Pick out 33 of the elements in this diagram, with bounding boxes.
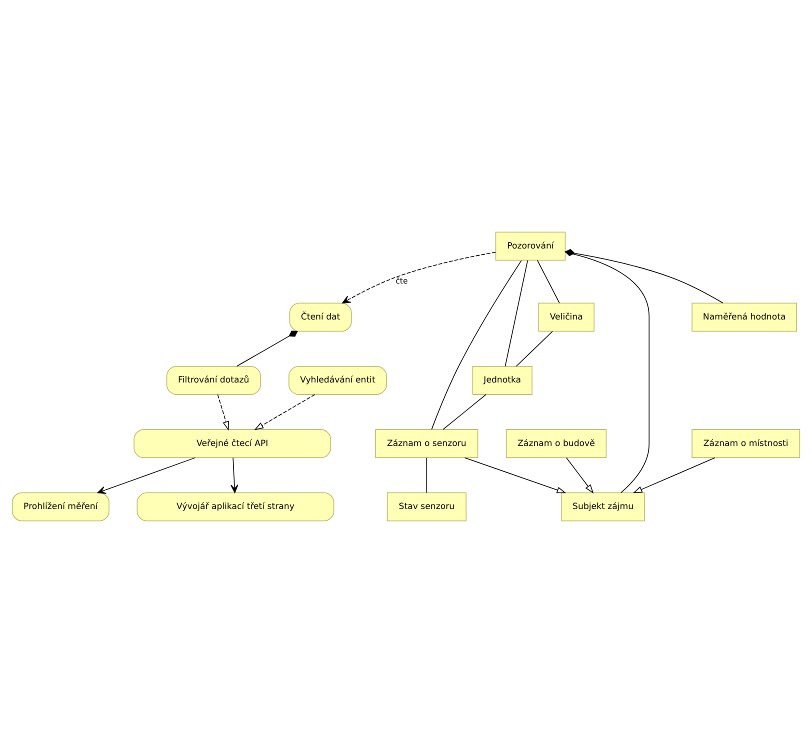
- node-box: Stav senzoru: [386, 492, 466, 522]
- connector: [537, 260, 560, 304]
- edge-label: čte: [396, 276, 408, 286]
- connector: [442, 394, 486, 430]
- arrow: [217, 394, 230, 431]
- node-box: Veličina: [538, 302, 594, 332]
- node-box: Filtrování dotazů: [166, 366, 261, 395]
- connector: [236, 330, 298, 367]
- arrow: [254, 394, 316, 430]
- node-box: Záznam o místnosti: [692, 429, 800, 458]
- node-box: Vyhledávání entit: [288, 366, 387, 395]
- arrow: [464, 457, 566, 494]
- node-box: Čtení dat: [289, 302, 352, 332]
- connector: [565, 252, 650, 494]
- arrow: [342, 252, 496, 304]
- connector: [426, 457, 428, 494]
- node-box: Veřejné čtecí API: [134, 429, 332, 458]
- node-box: Jednotka: [472, 366, 532, 395]
- arrow: [632, 457, 716, 494]
- node-box: Pozorování: [495, 232, 566, 261]
- arrow: [97, 457, 196, 494]
- connector: [431, 260, 522, 430]
- node-box: Naměřená hodnota: [692, 302, 797, 332]
- node-box: Prohlížení měření: [12, 492, 110, 522]
- node-box: Subjekt zájmu: [561, 492, 645, 522]
- arrow: [230, 457, 238, 494]
- connector: [516, 330, 553, 367]
- connector: [564, 248, 724, 304]
- connector: [504, 260, 528, 367]
- node-box: Záznam o senzoru: [375, 429, 478, 458]
- arrow: [566, 457, 594, 494]
- node-box: Vývojář aplikací třetí strany: [136, 492, 334, 522]
- node-box: Záznam o budově: [506, 429, 607, 458]
